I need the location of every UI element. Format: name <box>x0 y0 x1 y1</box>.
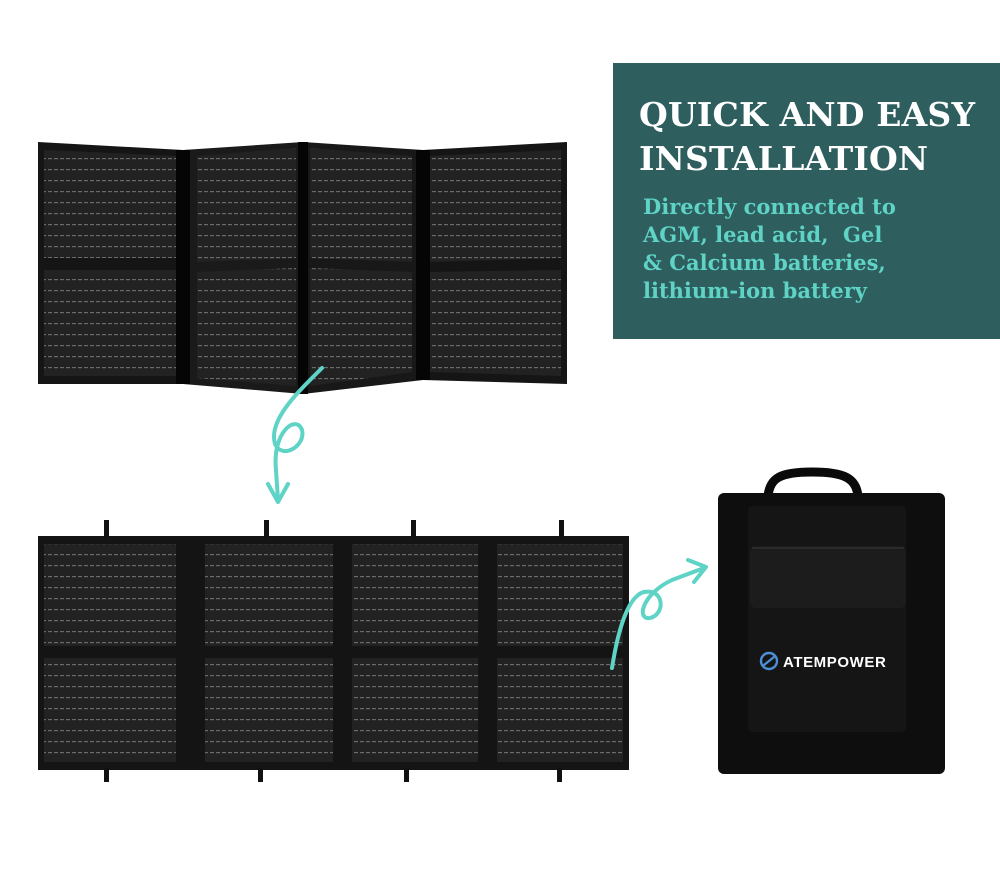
flat-solar-panel <box>38 520 629 782</box>
feature-description-line-4: lithium-ion battery <box>643 278 867 303</box>
bag-pocket-flap <box>750 546 906 608</box>
folded-solar-panel <box>38 142 567 394</box>
feature-description-line-1: Directly connected to <box>643 194 896 219</box>
feature-title: QUICK AND EASY INSTALLATION <box>639 93 1000 181</box>
feature-title-line-2: INSTALLATION <box>639 139 929 178</box>
curly-arrow-icon <box>610 558 708 670</box>
feature-description-line-3: & Calcium batteries, <box>643 250 886 275</box>
bag-front-pocket <box>748 506 906 732</box>
feature-description: Directly connected to AGM, lead acid, Ge… <box>643 193 1000 305</box>
atempower-logo-icon <box>759 651 779 671</box>
curly-arrow-icon <box>266 366 324 504</box>
feature-title-line-1: QUICK AND EASY <box>639 95 976 134</box>
bag-brand-label: ATEMPOWER <box>783 654 886 671</box>
carry-bag: ATEMPOWER <box>718 467 945 774</box>
feature-description-line-2: AGM, lead acid, Gel <box>643 222 883 247</box>
feature-panel: QUICK AND EASY INSTALLATION Directly con… <box>613 63 1000 339</box>
